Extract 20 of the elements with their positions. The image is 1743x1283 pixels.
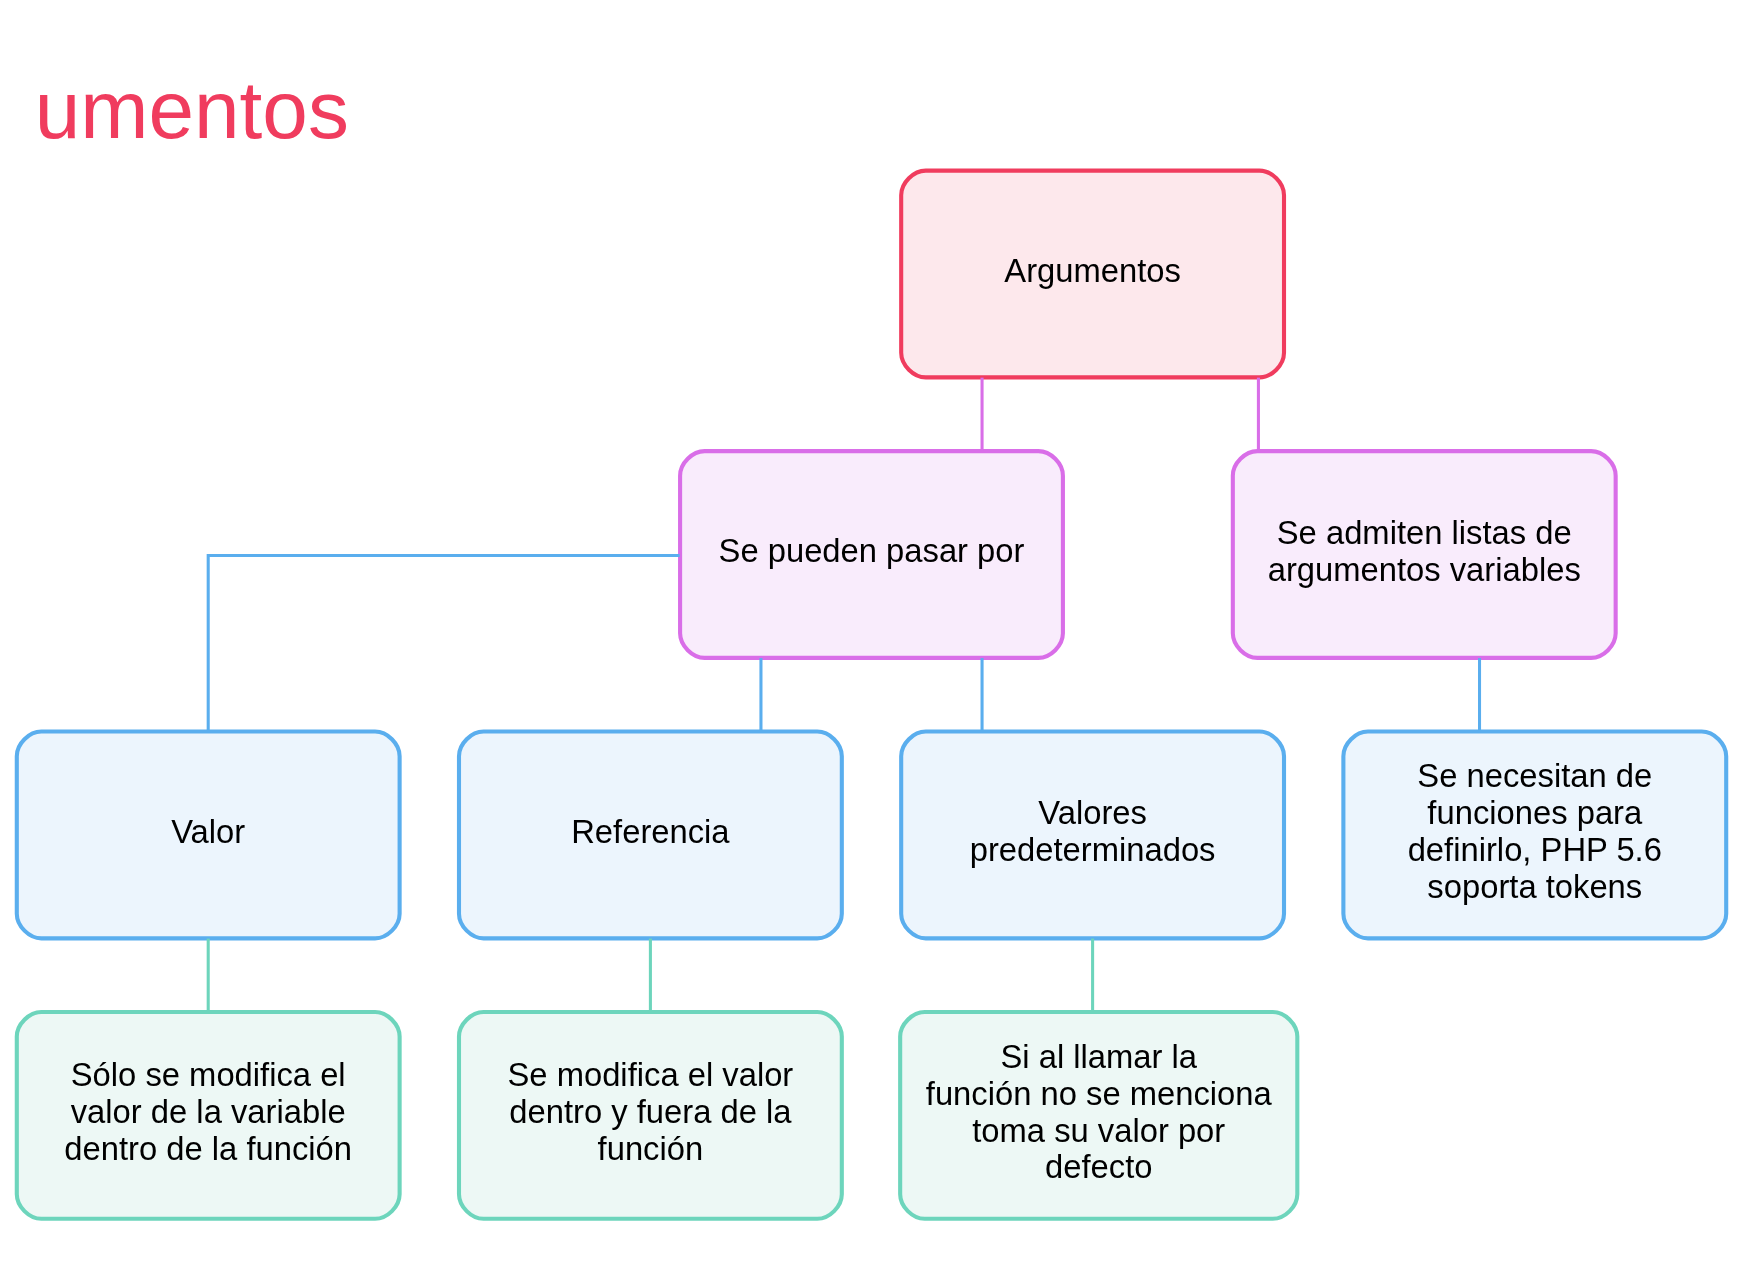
node-box: Si al llamar la función no se menciona toma su valor por defecto: [898, 1010, 1300, 1221]
diagram-title: umentos: [34, 63, 349, 155]
node-box: Referencia: [456, 729, 844, 941]
connector: [206, 554, 680, 731]
connector: [206, 938, 210, 1012]
node-box: Se modifica el valor dentro y fuera de la función: [456, 1010, 844, 1221]
connector: [1478, 658, 1482, 731]
connector: [980, 377, 984, 451]
connector: [648, 938, 652, 1012]
node-box: Valores predeterminados: [899, 729, 1287, 941]
node-box: Argumentos: [899, 168, 1287, 380]
node-box: Valor: [14, 729, 402, 941]
node-box: Se necesitan de funciones para definirlo, PHP 5.6 soporta tokens: [1341, 729, 1729, 941]
node-box: Se admiten listas de argumentos variables: [1230, 449, 1618, 660]
connector: [759, 658, 763, 731]
node-box: Sólo se modifica el valor de la variable dentro de la función: [14, 1010, 402, 1221]
connector: [1256, 377, 1260, 451]
connector: [1091, 938, 1095, 1012]
connector: [980, 658, 984, 731]
node-box: Se pueden pasar por: [678, 449, 1065, 660]
